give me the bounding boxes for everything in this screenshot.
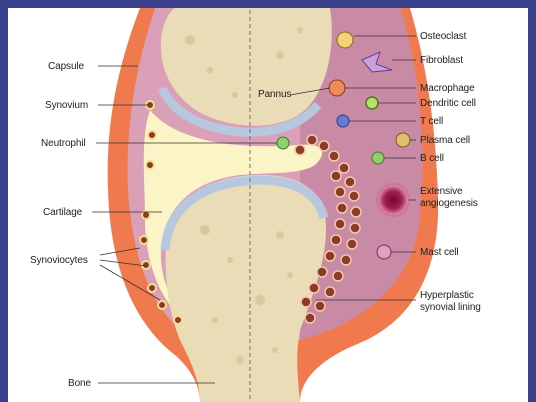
angiogenesis-label-line2: angiogenesis bbox=[420, 198, 478, 209]
angiogenesis-label-line1: Extensive bbox=[420, 186, 462, 197]
dendritic-cell-label: Dendritic cell bbox=[420, 98, 476, 109]
t-cell bbox=[337, 115, 349, 127]
dendritic-cell bbox=[366, 97, 378, 109]
neutrophil-label: Neutrophil bbox=[41, 138, 86, 149]
plasma-cell bbox=[396, 133, 410, 147]
osteoclast-cell bbox=[337, 32, 353, 48]
t-cell-label: T cell bbox=[420, 116, 443, 127]
macrophage-cell bbox=[329, 80, 345, 96]
neutrophil-cell bbox=[277, 137, 289, 149]
macrophage-label: Macrophage bbox=[420, 83, 475, 94]
pannus-label: Pannus bbox=[258, 89, 291, 100]
mast-cell-label: Mast cell bbox=[420, 247, 459, 258]
plasma-cell-label: Plasma cell bbox=[420, 135, 470, 146]
fibroblast-label: Fibroblast bbox=[420, 55, 463, 66]
capsule-label: Capsule bbox=[48, 61, 84, 72]
hyperplastic-label-line1: Hyperplastic bbox=[420, 290, 474, 301]
cartilage-label: Cartilage bbox=[43, 207, 82, 218]
synovium-label: Synovium bbox=[45, 100, 88, 111]
mast-cell bbox=[377, 245, 391, 259]
angiogenesis-vessel bbox=[377, 184, 409, 216]
osteoclast-label: Osteoclast bbox=[420, 31, 466, 42]
bone-label: Bone bbox=[68, 378, 91, 389]
synoviocytes-label: Synoviocytes bbox=[30, 255, 88, 266]
b-cell bbox=[372, 152, 384, 164]
b-cell-label: B cell bbox=[420, 153, 444, 164]
hyperplastic-label-line2: synovial lining bbox=[420, 302, 481, 313]
